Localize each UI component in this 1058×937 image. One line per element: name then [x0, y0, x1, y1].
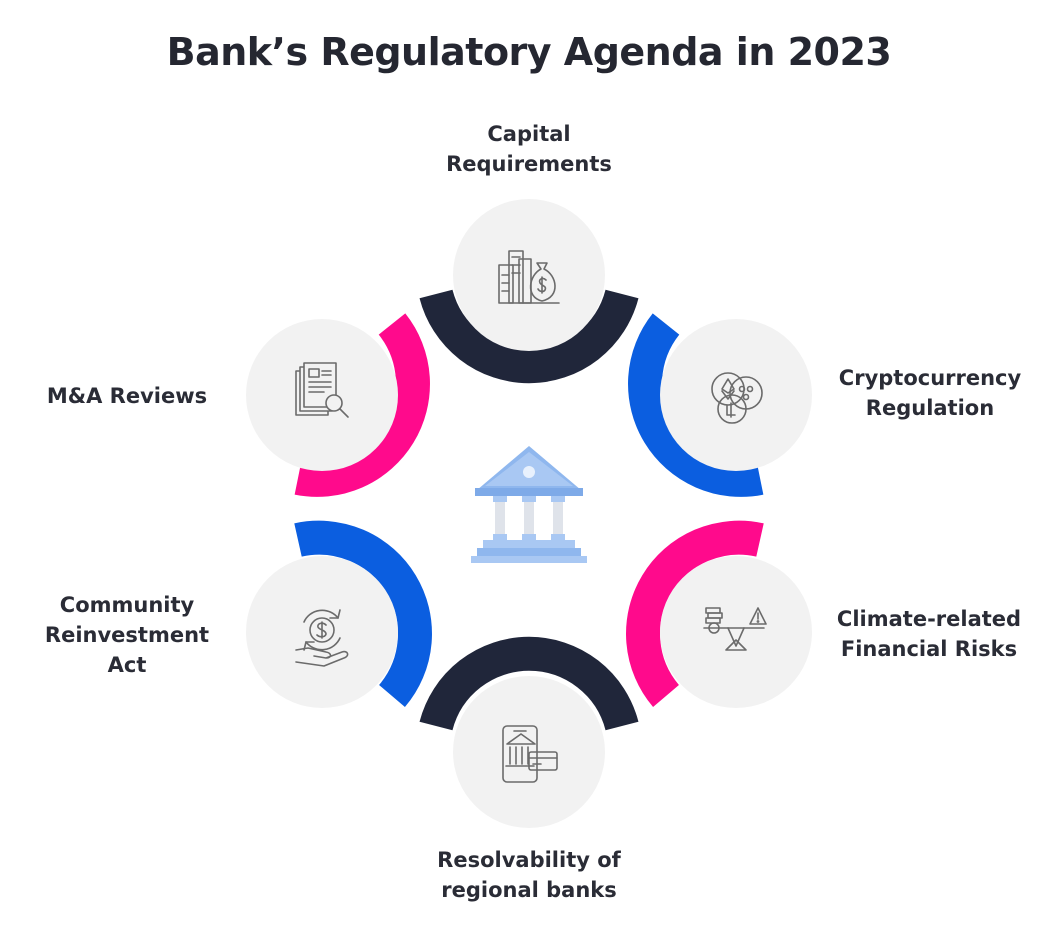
crypto-coins-icon: [711, 372, 763, 424]
circle-climate-risks: [660, 556, 812, 708]
arc-climate-risks: [626, 520, 764, 708]
mobile-bank-card-icon: [502, 725, 558, 783]
bank-building-icon: [471, 446, 587, 563]
balance-scale-warning-icon: [703, 607, 767, 651]
label-community-reinvestment-act: Community Reinvestment Act: [44, 593, 210, 677]
document-search-icon: [295, 362, 349, 418]
arc-ma-reviews: [294, 313, 430, 497]
arc-capital-requirements: [419, 289, 639, 384]
label-cryptocurrency-regulation: Cryptocurrency Regulation: [838, 366, 1022, 420]
hand-money-cycle-icon: [295, 609, 349, 667]
buildings-money-bag-icon: [498, 250, 560, 304]
label-capital-requirements: Capital Requirements: [446, 122, 612, 176]
label-resolvability-of-regional-banks: Resolvability of regional banks: [437, 848, 621, 902]
arc-resolvability: [419, 636, 639, 731]
arc-cryptocurrency-regulation: [628, 313, 764, 497]
page-title: Bank’s Regulatory Agenda in 2023: [166, 30, 892, 74]
label-ma-reviews: M&A Reviews: [46, 384, 208, 408]
label-climate-related-financial-risks: Climate-related Financial Risks: [836, 607, 1022, 661]
arc-community-reinvestment: [294, 520, 432, 708]
circle-capital-requirements: [453, 199, 605, 351]
